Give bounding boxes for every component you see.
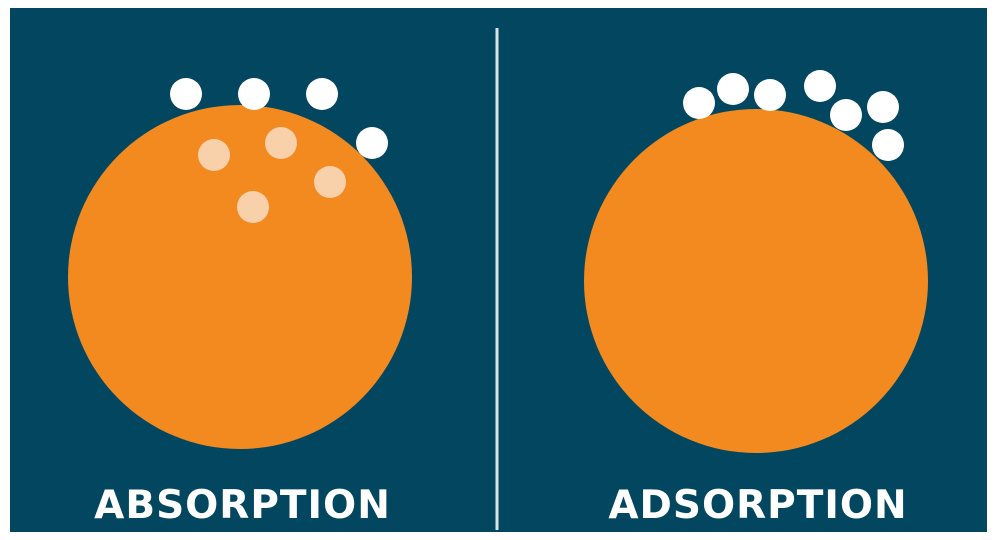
surface-particle (867, 91, 899, 123)
absorbed-particle (265, 127, 297, 159)
surface-particle (683, 87, 715, 119)
absorbed-particle (314, 166, 346, 198)
free-particle (356, 127, 388, 159)
surface-particle (717, 73, 749, 105)
absorbed-particle (237, 191, 269, 223)
adsorbent-sphere (584, 109, 928, 453)
absorption-label: ABSORPTION (94, 483, 391, 528)
adsorption-panel (584, 70, 928, 453)
free-particle (306, 78, 338, 110)
absorption-panel (68, 78, 412, 449)
absorbed-particle (198, 139, 230, 171)
surface-particle (872, 129, 904, 161)
absorbent-sphere (68, 105, 412, 449)
free-particle (170, 78, 202, 110)
adsorption-label: ADSORPTION (608, 483, 908, 528)
free-particle (238, 78, 270, 110)
surface-particle (830, 99, 862, 131)
surface-particle (754, 79, 786, 111)
surface-particle (804, 70, 836, 102)
